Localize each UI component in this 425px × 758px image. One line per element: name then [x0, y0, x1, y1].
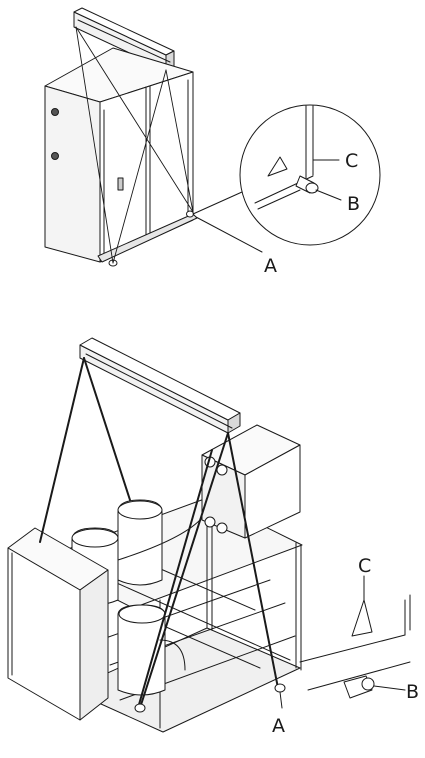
callout-b-top: B [347, 193, 360, 215]
callout-a-bottom: A [272, 715, 285, 737]
open-frame-unit-figure: A B C [7, 337, 419, 737]
callout-a-top: A [264, 255, 277, 277]
callout-b-bottom: B [406, 681, 419, 703]
lifting-cables-top [75, 26, 194, 264]
lifting-cables-bottom [39, 357, 279, 709]
lifting-lug-rear [274, 683, 286, 693]
symbol-triangle-c-top [267, 156, 288, 177]
spreader-beam-bottom [79, 337, 241, 434]
electrical-box [7, 527, 109, 721]
cabinet-body [44, 47, 198, 267]
leader-line-a-top [195, 216, 263, 253]
callout-c-top: C [345, 150, 358, 172]
callout-c-bottom: C [358, 555, 371, 577]
side-detail [299, 575, 411, 699]
lifting-lug-front [134, 703, 146, 713]
symbol-triangle-c-bottom [351, 599, 373, 637]
cabinet-unit-figure: A B C [44, 7, 381, 277]
heat-exchanger [201, 424, 301, 539]
detail-circle [192, 104, 381, 246]
leader-line-a-bottom [279, 691, 283, 709]
